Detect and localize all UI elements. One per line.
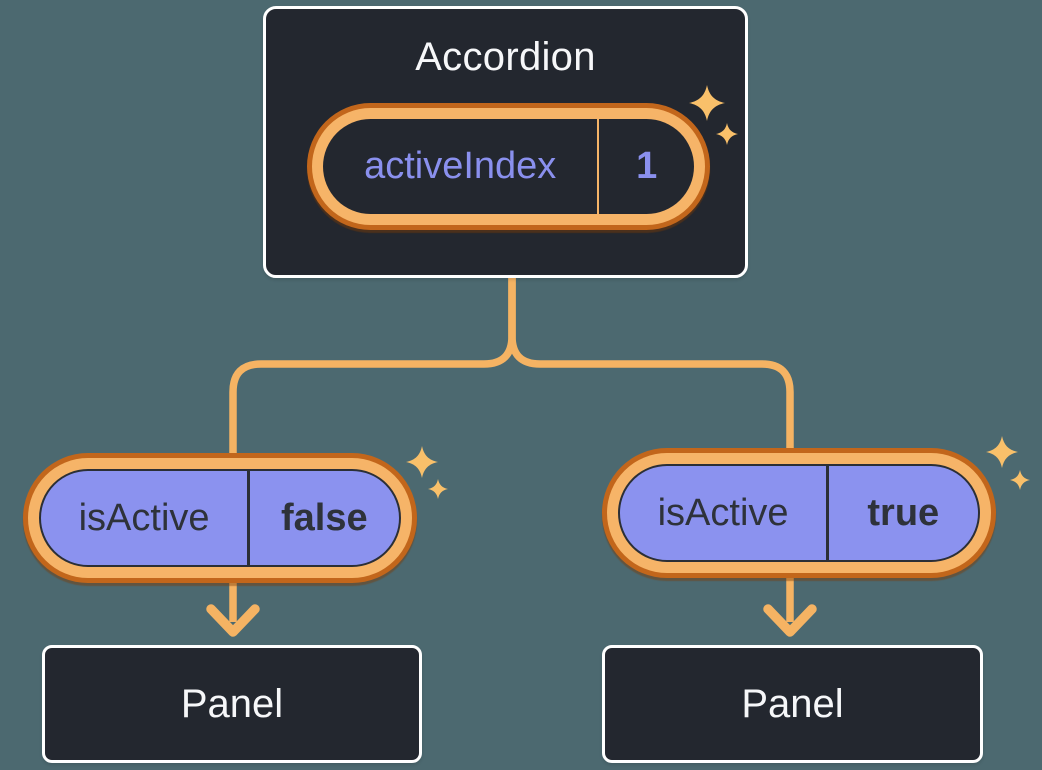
pill-ring: isActive true bbox=[607, 453, 991, 573]
sparkle-icon-small bbox=[1010, 470, 1030, 490]
sparkle-icon-large bbox=[406, 446, 438, 478]
sparkle-icon-large bbox=[986, 436, 1018, 468]
prop-name-label: activeIndex bbox=[364, 145, 557, 187]
is-active-pill-left: isActive false bbox=[23, 453, 417, 583]
pill-divider bbox=[247, 471, 250, 565]
panel-node-right: Panel bbox=[602, 645, 983, 763]
prop-value-label: true bbox=[867, 491, 940, 534]
branch-right-line bbox=[508, 278, 794, 622]
sparkle-icon-small bbox=[428, 479, 448, 499]
pill-divider bbox=[597, 119, 600, 214]
panel-label: Panel bbox=[180, 681, 284, 726]
prop-name-label: isActive bbox=[78, 496, 210, 539]
pill-divider bbox=[826, 466, 829, 560]
prop-name-label: isActive bbox=[657, 491, 789, 534]
sparkle-icon-small bbox=[716, 123, 738, 145]
active-index-pill: activeIndex 1 bbox=[307, 103, 710, 230]
arrow-down-icon-left bbox=[206, 604, 260, 637]
accordion-node: Accordion activeIndex 1 bbox=[263, 6, 748, 278]
panel-label: Panel bbox=[741, 681, 844, 726]
prop-value-label: 1 bbox=[636, 145, 658, 187]
prop-value-label: false bbox=[281, 496, 368, 539]
is-active-pill-right: isActive true bbox=[602, 448, 996, 578]
pill-ring: activeIndex 1 bbox=[312, 108, 705, 225]
sparkle-icon-large bbox=[689, 85, 725, 121]
panel-node-left: Panel bbox=[42, 645, 422, 763]
arrow-down-icon-right bbox=[763, 604, 817, 637]
accordion-title: Accordion bbox=[415, 35, 596, 79]
pill-ring: isActive false bbox=[28, 458, 412, 578]
